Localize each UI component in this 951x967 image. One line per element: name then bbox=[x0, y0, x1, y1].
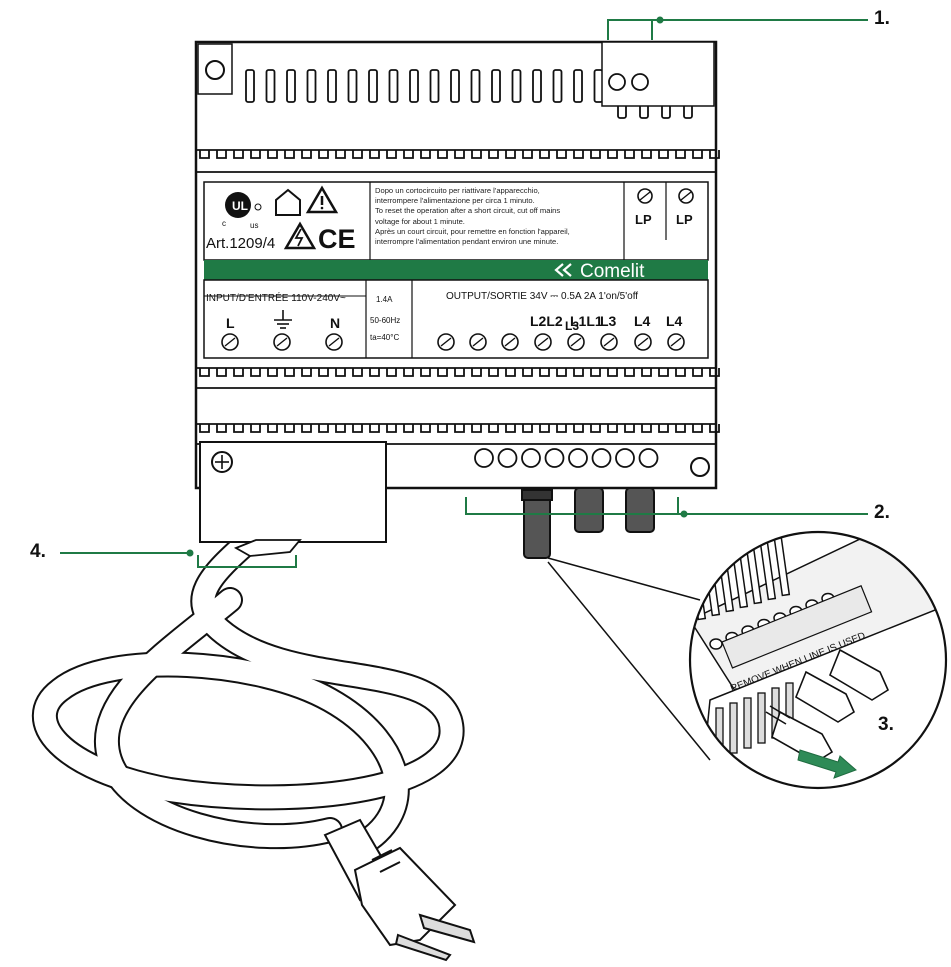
warning-icon bbox=[305, 185, 339, 214]
svg-text:50-60Hz: 50-60Hz bbox=[370, 316, 400, 325]
indoor-use-icon bbox=[275, 188, 301, 216]
svg-text:To reset the operation after a: To reset the operation after a short cir… bbox=[375, 206, 560, 215]
vent-slot bbox=[265, 69, 276, 103]
remove-arrow-icon bbox=[797, 749, 857, 779]
power-supply-unit: UL c us CE Art.1209/4 Dopo un cortocircu… bbox=[194, 40, 720, 557]
vent-slot bbox=[245, 69, 255, 103]
terminal-screw bbox=[667, 333, 685, 351]
article-number: Art.1209/4 bbox=[206, 235, 275, 252]
vent-slot bbox=[470, 69, 481, 103]
brand-logo: Comelit bbox=[580, 261, 645, 282]
terminal-screw bbox=[273, 333, 291, 351]
vent-slot bbox=[429, 69, 440, 103]
callout-1: 1. bbox=[874, 8, 890, 29]
vent-slot bbox=[368, 69, 378, 103]
terminal-screw bbox=[437, 333, 455, 351]
cable-knockout-hole bbox=[521, 448, 541, 468]
detail-inset: REMOVE WHEN LINE IS USED bbox=[547, 530, 948, 790]
vent-slot bbox=[491, 69, 501, 103]
terminal-screws bbox=[221, 333, 685, 351]
terminal-screw bbox=[600, 333, 618, 351]
vent-slot bbox=[306, 69, 317, 103]
mounting-hole bbox=[690, 457, 710, 477]
bottom-cable-holes bbox=[474, 448, 659, 468]
cable-knockout-hole bbox=[544, 448, 565, 468]
brand-band bbox=[204, 260, 708, 280]
terminal-screw bbox=[221, 333, 239, 351]
terminal-screw bbox=[567, 333, 585, 351]
input-label: INPUT/D'ENTRÉE 110V-240V~ bbox=[206, 291, 346, 304]
terminal-screw bbox=[469, 333, 487, 351]
terminal-screw bbox=[634, 333, 652, 351]
electric-hazard-icon bbox=[283, 221, 317, 250]
vent-slot bbox=[573, 69, 583, 103]
vent-slot bbox=[388, 69, 399, 103]
mounting-hole bbox=[205, 60, 225, 80]
vent-slot bbox=[327, 69, 337, 103]
cable-knockout-hole bbox=[615, 448, 635, 468]
vent-slot bbox=[347, 69, 358, 103]
vent-slot bbox=[286, 69, 296, 103]
terminal-l-label: L bbox=[226, 315, 235, 331]
warning-text: Dopo un cortocircuito per riattivare l'a… bbox=[375, 186, 570, 246]
output-label: OUTPUT/SORTIE 34V ⎓ 0.5A 2A 1'on/5'off bbox=[446, 291, 638, 302]
ce-mark: CE bbox=[318, 224, 356, 254]
cable-knockout-hole bbox=[474, 448, 494, 468]
vent-slot bbox=[552, 69, 563, 103]
callout-leaders bbox=[60, 16, 868, 568]
vent-slot bbox=[450, 69, 460, 103]
svg-text:voltage for about 1 minute.: voltage for about 1 minute. bbox=[375, 217, 465, 226]
vent-slot bbox=[409, 69, 419, 103]
earth-icon bbox=[274, 310, 292, 329]
lp-label-right: LP bbox=[676, 212, 693, 227]
terminal-l1-label: L1L1 bbox=[570, 313, 603, 329]
svg-text:interrompere l'alimentazione p: interrompere l'alimentazione per circa 1… bbox=[375, 196, 535, 205]
terminal-n-label: N bbox=[330, 315, 340, 331]
terminal-l3-overlap-label: L3 bbox=[565, 319, 579, 333]
svg-text:interrompre l'alimentation pen: interrompre l'alimentation pendant envir… bbox=[375, 237, 558, 246]
terminal-screw bbox=[501, 333, 519, 351]
svg-text:UL: UL bbox=[232, 199, 248, 213]
cable-knockout-hole bbox=[568, 448, 588, 468]
svg-text:us: us bbox=[250, 221, 258, 230]
callout-4: 4. bbox=[30, 541, 46, 562]
cable-knockout-hole bbox=[497, 448, 518, 468]
cable-knockout-hole bbox=[638, 448, 659, 468]
rating-text: 1.4A 50-60Hz ta=40°C bbox=[370, 295, 400, 342]
svg-text:Dopo un cortocircuito per riat: Dopo un cortocircuito per riattivare l'a… bbox=[375, 186, 540, 195]
terminal-l4-label: L4 bbox=[634, 313, 651, 329]
svg-text:ta=40°C: ta=40°C bbox=[370, 333, 399, 342]
svg-text:Après un court circuit, pour r: Après un court circuit, pour remettre en… bbox=[375, 227, 570, 236]
callout-2: 2. bbox=[874, 502, 890, 523]
terminal-l4b-label: L4 bbox=[666, 313, 683, 329]
power-cord bbox=[31, 527, 465, 863]
vent-slot bbox=[511, 69, 522, 103]
vent-slot bbox=[532, 69, 542, 103]
output-plugs bbox=[521, 487, 655, 559]
svg-text:c: c bbox=[222, 219, 226, 228]
terminal-screw bbox=[534, 333, 552, 351]
cable-knockout-hole bbox=[591, 448, 612, 468]
ul-logo: UL c us bbox=[222, 192, 262, 230]
terminal-l3-label: L3 bbox=[600, 313, 617, 329]
lp-label-left: LP bbox=[635, 212, 652, 227]
power-plug bbox=[323, 818, 476, 962]
callout-3: 3. bbox=[878, 714, 894, 735]
terminal-l2-label: L2L2 bbox=[530, 313, 563, 329]
terminal-screw bbox=[325, 333, 343, 351]
svg-text:1.4A: 1.4A bbox=[376, 295, 393, 304]
